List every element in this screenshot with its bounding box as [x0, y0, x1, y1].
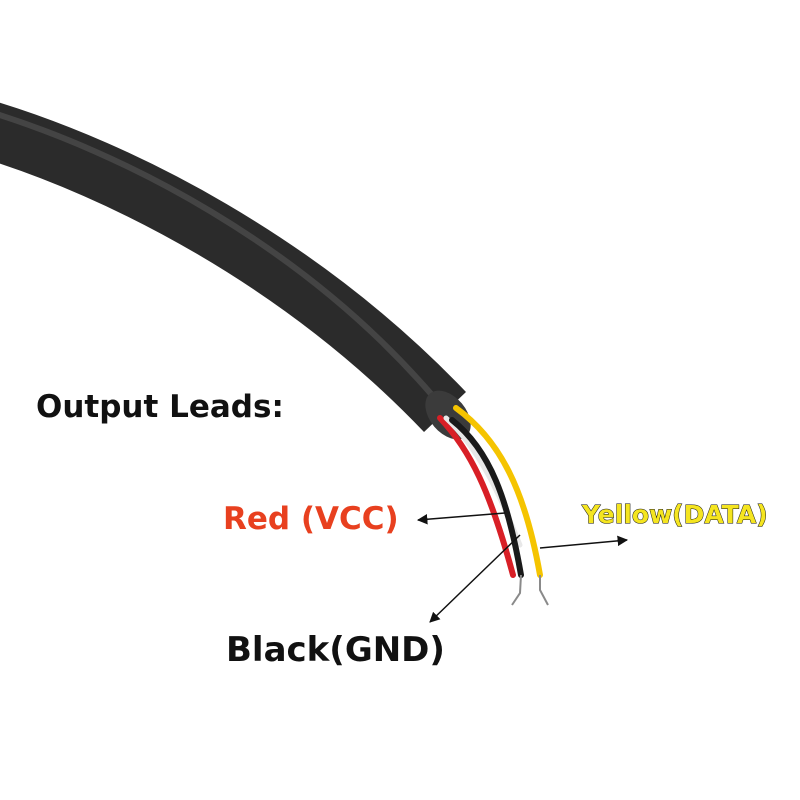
yellow-lead-label: Yellow(DATA)	[582, 500, 769, 529]
cable-highlight	[0, 112, 435, 397]
arrow-red	[416, 512, 506, 525]
conductor-tip-black	[511, 574, 522, 606]
red-lead-label: Red (VCC)	[223, 501, 399, 537]
cable-jacket	[0, 102, 466, 433]
wire-yellow	[453, 405, 543, 578]
arrow-yellow	[539, 535, 629, 549]
conductor-tip-yellow	[539, 575, 549, 606]
arrow-black	[429, 534, 521, 623]
black-lead-label: Black(GND)	[226, 630, 445, 670]
wire-black	[449, 417, 524, 578]
wire-red	[437, 415, 516, 578]
output-leads-title: Output Leads:	[36, 389, 284, 425]
